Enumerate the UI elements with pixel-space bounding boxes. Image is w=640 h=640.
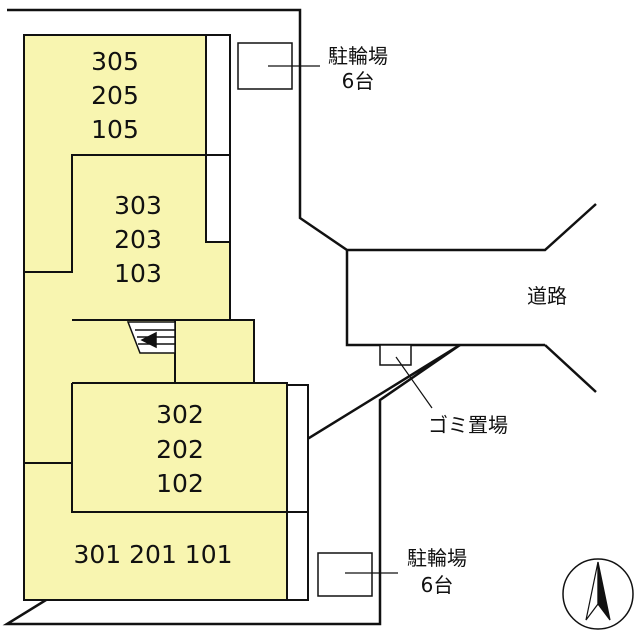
bicycle-parking-label: 駐輪場 — [328, 44, 388, 68]
building-outline — [23, 34, 288, 601]
garbage-label: ゴミ置場 — [428, 413, 508, 437]
bicycle-parking-count: 6台 — [342, 69, 375, 93]
balcony-strip — [286, 511, 309, 601]
bicycle-parking-label: 駐輪場 — [407, 546, 467, 570]
unit-label: 302 — [156, 400, 204, 429]
road-label: 道路 — [527, 284, 567, 308]
unit-label: 202 — [156, 435, 204, 464]
building — [23, 34, 288, 601]
unit-label: 301 201 101 — [73, 540, 232, 569]
north-arrow-icon — [562, 558, 634, 630]
unit-label: 203 — [114, 225, 162, 254]
building-dividers — [24, 154, 287, 513]
stairs-icon — [126, 321, 176, 354]
unit-label: 205 — [91, 81, 139, 110]
unit-label: 105 — [91, 115, 139, 144]
unit-label: 103 — [114, 259, 162, 288]
unit-label: 303 — [114, 191, 162, 220]
unit-label: 305 — [91, 47, 139, 76]
unit-label: 102 — [156, 469, 204, 498]
balcony-strip — [205, 154, 231, 243]
road-area — [345, 250, 545, 347]
balcony-strip — [286, 384, 309, 513]
bicycle-parking-box — [237, 42, 293, 90]
bicycle-parking-count: 6台 — [421, 573, 454, 597]
balcony-strip — [205, 34, 231, 156]
bicycle-parking-box — [317, 552, 373, 597]
balconies — [205, 34, 309, 601]
garbage-box — [379, 344, 412, 366]
leader-line — [395, 356, 433, 409]
